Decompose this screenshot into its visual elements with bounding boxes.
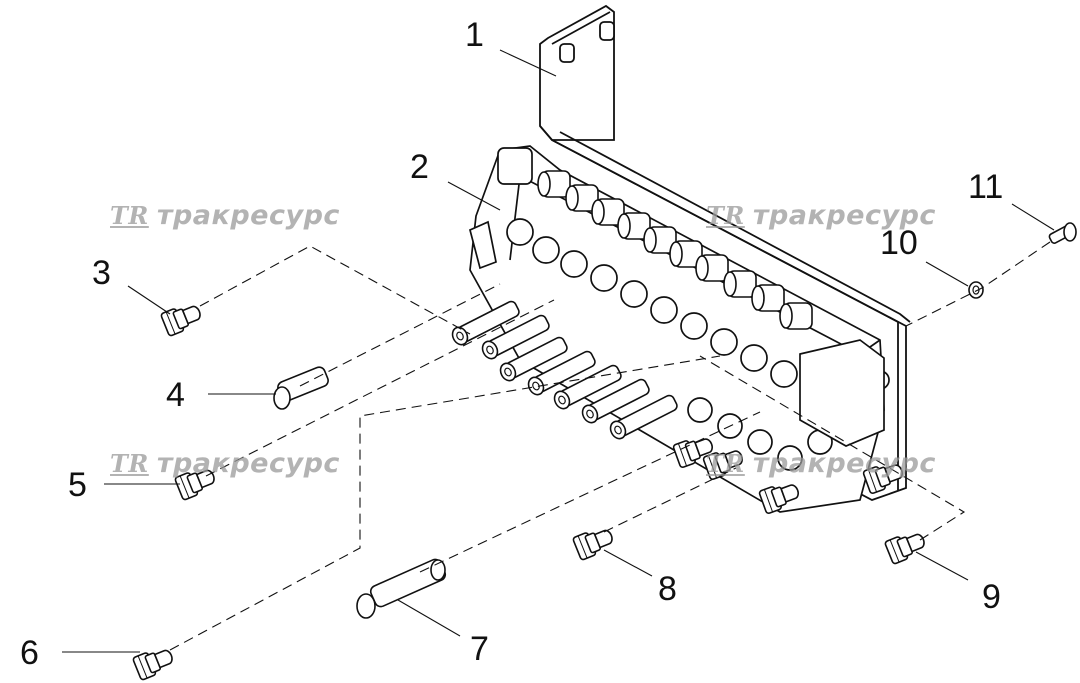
watermark-logo: TR	[110, 201, 149, 230]
bolt-part-11	[1048, 222, 1077, 244]
callout-3: 3	[92, 254, 111, 292]
fitting-part-6	[131, 643, 177, 682]
watermark-logo: TR	[110, 449, 149, 478]
callout-10: 10	[880, 224, 918, 262]
watermark-text: тракресурс	[752, 448, 936, 479]
control-valve-part-2	[448, 145, 907, 515]
washer-part-10	[968, 281, 984, 299]
callout-11: 11	[968, 168, 1004, 206]
callout-4: 4	[166, 376, 185, 414]
fitting-part-3	[159, 299, 205, 338]
callout-6: 6	[20, 634, 39, 672]
callout-2: 2	[410, 148, 429, 186]
fitting-part-9	[883, 527, 929, 566]
leader-lines	[62, 49, 1055, 653]
watermark-logo: TR	[706, 449, 745, 478]
watermark-logo: TR	[706, 201, 745, 230]
callout-9: 9	[982, 578, 1001, 616]
callout-1: 1	[465, 16, 484, 54]
assembly-dash-lines	[169, 241, 1051, 651]
callout-7: 7	[470, 630, 489, 668]
watermark-text: тракресурс	[752, 200, 936, 231]
watermark-text: тракресурс	[156, 448, 340, 479]
spacer-part-7	[356, 558, 447, 619]
callout-8: 8	[658, 570, 677, 608]
plug-part-4	[273, 366, 329, 410]
watermark-text: тракресурс	[156, 200, 340, 231]
callout-5: 5	[68, 466, 87, 504]
